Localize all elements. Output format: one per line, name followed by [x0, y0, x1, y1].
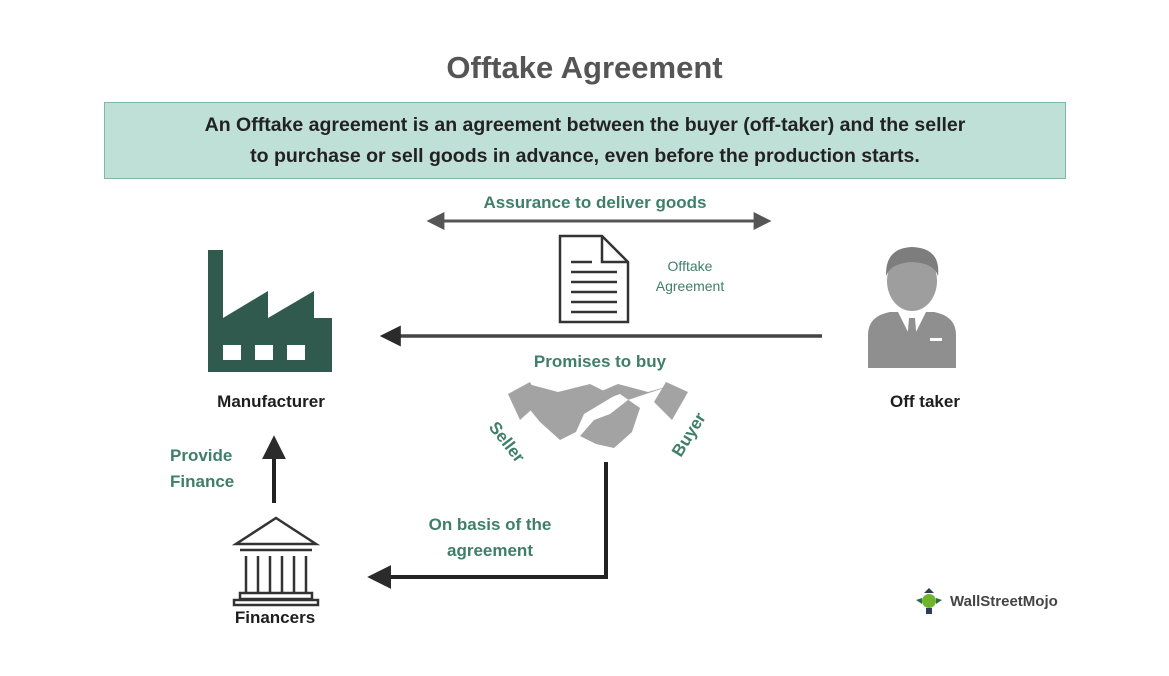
offtake-agreement-label: Offtake Agreement [640, 256, 740, 296]
page-title: Offtake Agreement [446, 50, 723, 85]
basis-agreement-arrow [367, 462, 608, 589]
assurance-label: Assurance to deliver goods [483, 193, 707, 212]
financers-label: Financers [234, 608, 316, 627]
provide-finance-line-1: Provide [170, 446, 233, 465]
off-taker-label: Off taker [890, 392, 960, 411]
manufacturer-label: Manufacturer [217, 392, 325, 411]
offtake-label-line-2: Agreement [655, 278, 725, 294]
provide-finance-line-2: Finance [170, 472, 235, 491]
document-icon [558, 234, 630, 324]
logo-text: WallStreetMojo [950, 592, 1058, 610]
handshake-icon [508, 382, 688, 448]
promises-to-buy-label: Promises to buy [533, 352, 667, 371]
bank-icon [231, 516, 321, 607]
factory-icon [208, 250, 332, 372]
basis-line-1: On basis of the [428, 515, 552, 534]
definition-box: An Offtake agreement is an agreement bet… [104, 102, 1066, 179]
provide-finance-label: Provide Finance [170, 443, 250, 495]
basis-of-agreement-label: On basis of the agreement [400, 512, 580, 564]
offtake-label-line-1: Offtake [667, 258, 713, 274]
basis-line-2: agreement [447, 541, 533, 560]
wallstreetmojo-logo: WallStreetMojo [914, 586, 1058, 616]
definition-line-2: to purchase or sell goods in advance, ev… [250, 144, 920, 167]
definition-line-1: An Offtake agreement is an agreement bet… [204, 113, 966, 136]
logo-mark-icon [916, 588, 942, 614]
businessman-icon [868, 247, 956, 368]
